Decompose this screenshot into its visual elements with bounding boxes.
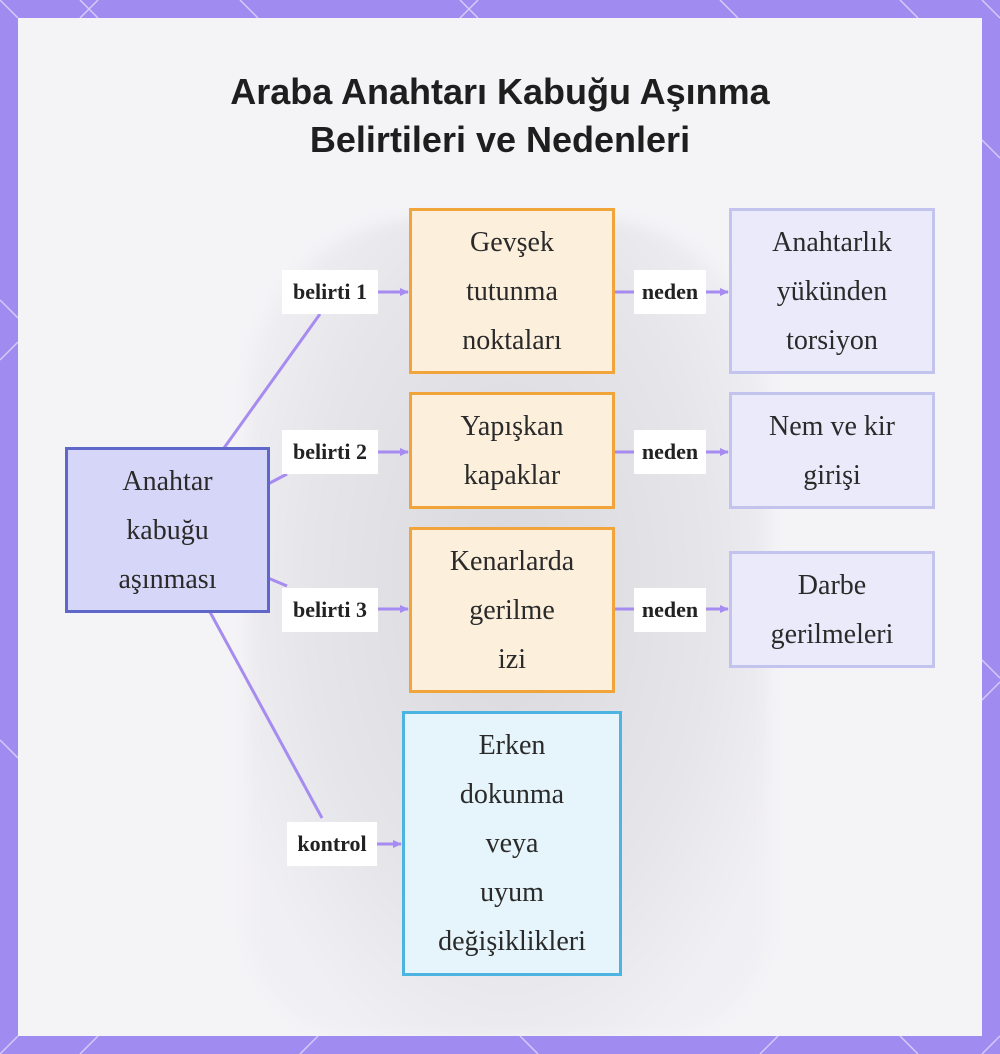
check-line-5: değişiklikleri <box>438 926 586 957</box>
root-line-2: kabuğu <box>126 514 209 546</box>
cause-1-line-2: yükünden <box>776 275 888 307</box>
diagram-title: Araba Anahtarı Kabuğu Aşınma Belirtileri… <box>0 68 1000 164</box>
cause-3-line-1: Darbe <box>797 569 867 601</box>
cause-node-3: Darbe gerilmeleri <box>729 551 935 668</box>
edge-root-belirti2 <box>267 472 288 486</box>
edge-label-belirti-1: belirti 1 <box>282 270 378 314</box>
edge-label-neden-2: neden <box>634 430 706 474</box>
symptom-2-line-2: kapaklar <box>463 459 561 491</box>
edge-label-belirti-2: belirti 2 <box>282 430 378 474</box>
root-line-1: Anahtar <box>122 465 213 497</box>
cause-2-line-2: girişi <box>803 459 861 491</box>
symptom-1-line-2: tutunma <box>466 275 558 307</box>
check-line-4: uyum <box>480 877 544 908</box>
root-node: Anahtar kabuğu aşınması <box>65 447 270 613</box>
edge-label-kontrol: kontrol <box>287 822 377 866</box>
cause-3-line-2: gerilmeleri <box>770 618 894 650</box>
symptom-3-line-1: Kenarlarda <box>449 545 575 577</box>
symptom-node-2: Yapışkan kapaklar <box>409 392 615 509</box>
cause-1-line-1: Anahtarlık <box>772 226 892 258</box>
symptom-1-line-1: Gevşek <box>470 226 554 258</box>
symptom-3-line-2: gerilme <box>469 594 555 626</box>
symptom-node-1: Gevşek tutunma noktaları <box>409 208 615 374</box>
edge-label-belirti-3: belirti 3 <box>282 588 378 632</box>
check-line-2: dokunma <box>459 779 565 810</box>
check-line-1: Erken <box>478 730 546 761</box>
edge-root-belirti1 <box>222 313 322 449</box>
symptom-3-line-3: izi <box>498 643 526 675</box>
edge-root-kontrol <box>208 611 324 819</box>
symptom-2-line-1: Yapışkan <box>460 410 564 442</box>
title-line-2: Belirtileri ve Nedenleri <box>309 119 691 160</box>
title-line-1: Araba Anahtarı Kabuğu Aşınma <box>230 71 770 112</box>
cause-2-line-1: Nem ve kir <box>769 410 895 442</box>
edge-label-neden-3: neden <box>634 588 706 632</box>
cause-node-2: Nem ve kir girişi <box>729 392 935 509</box>
check-node: Erken dokunma veya uyum değişiklikleri <box>402 711 622 976</box>
symptom-node-3: Kenarlarda gerilme izi <box>409 527 615 693</box>
symptom-1-line-3: noktaları <box>462 324 562 356</box>
root-line-3: aşınması <box>118 563 217 595</box>
check-line-3: veya <box>485 828 539 859</box>
cause-1-line-3: torsiyon <box>786 324 878 356</box>
cause-node-1: Anahtarlık yükünden torsiyon <box>729 208 935 374</box>
edge-label-neden-1: neden <box>634 270 706 314</box>
edge-root-belirti3 <box>267 576 288 588</box>
